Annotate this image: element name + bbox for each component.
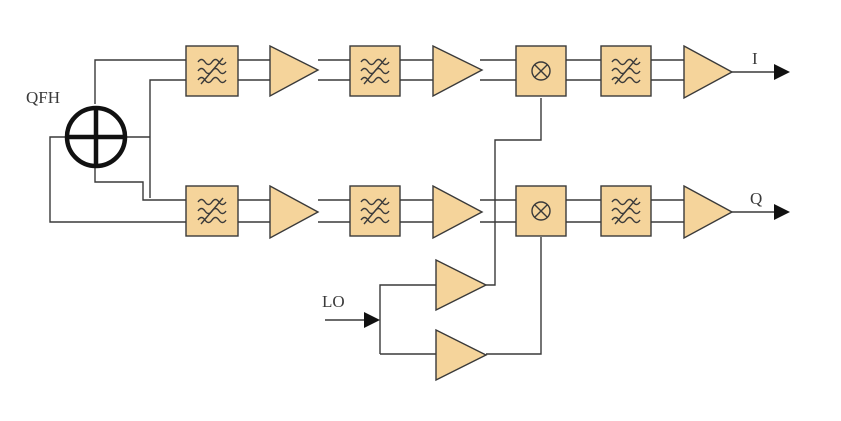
mixer-cross-icon: [531, 201, 551, 221]
i-output-label: I: [752, 49, 758, 68]
hybrid-combiner: [64, 105, 128, 169]
wire-hybrid-top-1: [94, 59, 186, 104]
top-amplifier-3: [683, 44, 734, 100]
bottom-filter-3: [600, 185, 652, 237]
lo-input-label: LO: [322, 292, 345, 311]
hybrid-label: QFH: [26, 88, 60, 107]
q-output-arrow-icon: [774, 204, 790, 220]
wires: [49, 59, 774, 355]
wire-lo-to-top-mixer: [486, 98, 542, 286]
q-output-label: Q: [750, 189, 762, 208]
top-filter-3: [600, 45, 652, 97]
lo-amplifier-upper: [435, 258, 488, 312]
bottom-amplifier-1: [269, 184, 320, 240]
top-filter-2: [349, 45, 401, 97]
wire-hybrid-bottom-2: [49, 136, 186, 223]
bottom-filter-1: [185, 185, 239, 237]
bottom-amplifier-3: [683, 184, 734, 240]
top-amplifier-1: [269, 44, 320, 98]
mixer-cross-icon: [531, 61, 551, 81]
bottom-filter-2: [349, 185, 401, 237]
lo-amplifier-lower: [435, 328, 488, 382]
bottom-mixer: [515, 185, 567, 237]
top-mixer: [515, 45, 567, 97]
wire-hybrid-top-2: [149, 79, 186, 198]
lo-input-arrow-icon: [364, 312, 380, 328]
top-amplifier-2: [432, 44, 484, 98]
wire-hybrid-bottom-1: [94, 155, 186, 201]
i-output-arrow-icon: [774, 64, 790, 80]
bottom-amplifier-2: [432, 184, 484, 240]
top-filter-1: [185, 45, 239, 97]
wire-lo-to-bottom-mixer: [486, 237, 542, 355]
wire-lo-split: [379, 284, 436, 354]
